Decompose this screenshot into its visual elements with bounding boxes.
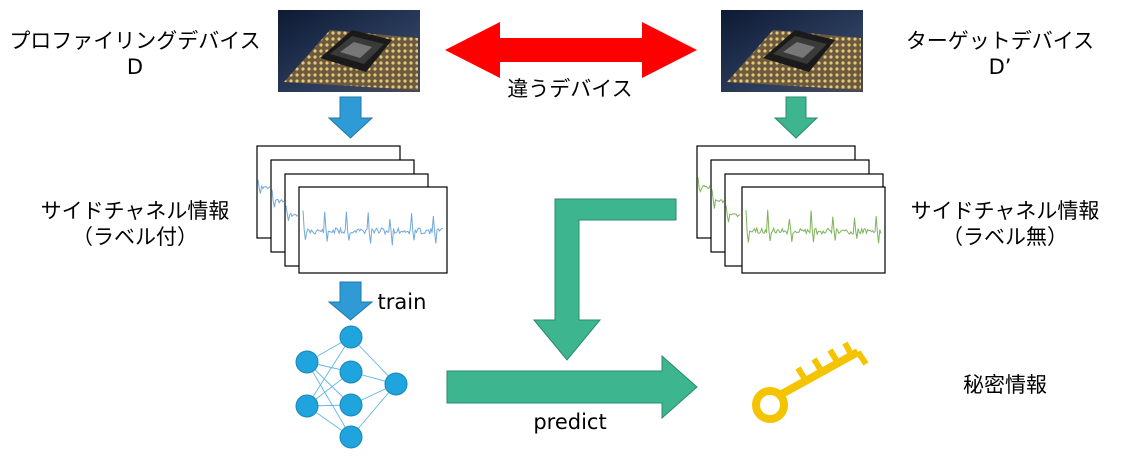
side-channel-unlabeled-label: サイドチャネル情報 （ラベル無） xyxy=(895,198,1115,250)
nn-node xyxy=(295,350,319,374)
key-icon xyxy=(752,341,869,423)
side-channel-labeled-line2: （ラベル付） xyxy=(72,225,198,249)
labeled-waveform-back-2 xyxy=(271,189,285,208)
target-device-label: ターゲットデバイス D’ xyxy=(900,28,1100,80)
labeled-waveform-front xyxy=(302,210,444,246)
unlabeled-waveform-back-1 xyxy=(697,177,711,193)
different-device-label: 違うデバイス xyxy=(507,77,633,101)
unlabeled-waveform-front xyxy=(745,209,882,244)
train-label: train xyxy=(377,290,427,314)
profiling-device-name: プロファイリングデバイス xyxy=(9,29,261,53)
unlabeled-waveform-back-3 xyxy=(725,205,741,223)
profiling-device-chip-image xyxy=(278,10,420,92)
nn-edge xyxy=(306,361,352,438)
side-channel-unlabeled-line2: （ラベル無） xyxy=(942,225,1068,249)
green-l-arrow xyxy=(532,198,677,361)
target-device-symbol: D’ xyxy=(988,55,1012,79)
different-device-double-arrow xyxy=(445,22,697,78)
target-device-chip-image xyxy=(721,10,863,92)
blue-down-arrow-train xyxy=(327,281,374,321)
labeled-trace-stack xyxy=(256,145,448,274)
side-channel-labeled-label: サイドチャネル情報 （ラベル付） xyxy=(25,198,245,250)
profiling-device-label: プロファイリングデバイス D xyxy=(5,28,265,80)
blue-down-arrow-top xyxy=(327,96,374,139)
labeled-waveform-back-3 xyxy=(285,205,299,221)
nn-node xyxy=(384,372,408,396)
side-channel-labeled-line1: サイドチャネル情報 xyxy=(40,199,230,223)
unlabeled-trace-stack xyxy=(696,145,886,274)
predict-label: predict xyxy=(533,410,607,434)
nn-node xyxy=(339,325,363,349)
neural-network-icon xyxy=(295,325,408,449)
green-down-arrow-top xyxy=(773,96,819,139)
side-channel-unlabeled-line1: サイドチャネル情報 xyxy=(910,199,1100,223)
target-device-name: ターゲットデバイス xyxy=(905,29,1095,53)
nn-edge xyxy=(350,383,397,438)
nn-node xyxy=(339,360,363,384)
labeled-waveform-back-1 xyxy=(257,179,271,194)
nn-node xyxy=(339,393,363,417)
green-predict-arrow xyxy=(446,354,698,420)
unlabeled-waveform-back-2 xyxy=(711,189,725,209)
secret-info-label: 秘密情報 xyxy=(963,373,1047,397)
profiling-device-symbol: D xyxy=(126,55,144,79)
nn-node xyxy=(295,394,319,418)
nn-node xyxy=(339,425,363,449)
nn-edge xyxy=(306,336,352,407)
